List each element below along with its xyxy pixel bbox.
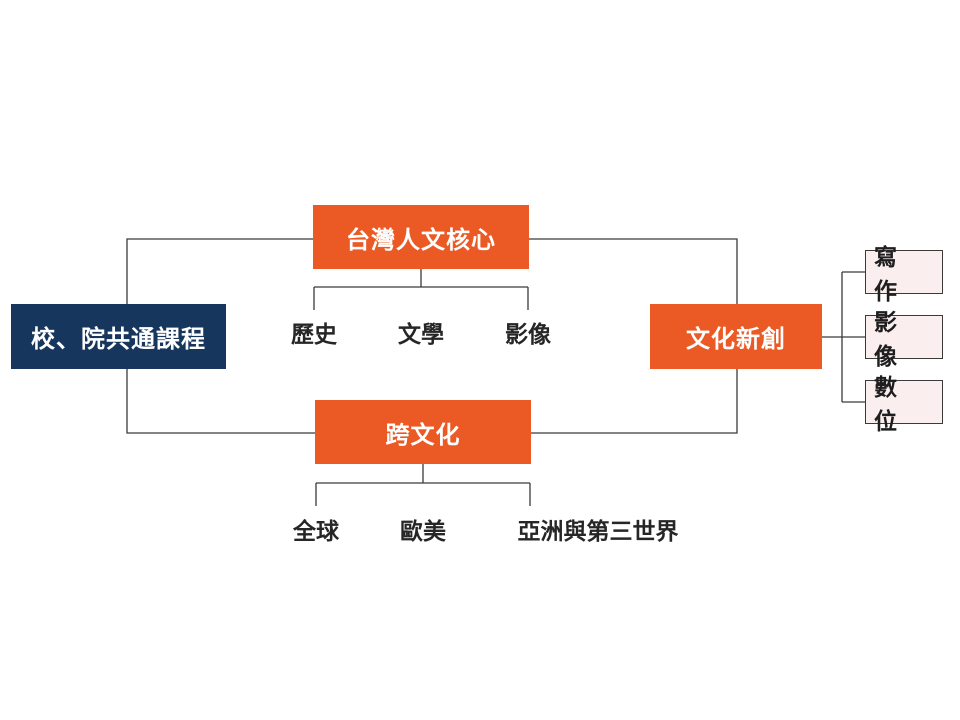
connector-top-children (313, 269, 529, 310)
hub-right-node: 文化新創 (650, 304, 822, 369)
right-child-image-label: 影 像 (874, 310, 905, 370)
connector-right-children (822, 271, 865, 403)
connector-root-bottom (126, 369, 315, 434)
right-child-digital: 數 位 (865, 375, 943, 435)
bottom-child-asia-third-world: 亞洲與第三世界 (517, 519, 679, 545)
top-child-literature: 文學 (398, 322, 444, 348)
hub-right-label: 文化新創 (686, 325, 786, 353)
bottom-child-global: 全球 (293, 519, 339, 545)
top-child-image: 影像 (505, 322, 551, 348)
right-child-digital-label: 數 位 (874, 375, 905, 435)
root-node-label: 校、院共通課程 (31, 325, 206, 353)
root-node: 校、院共通課程 (11, 304, 226, 369)
right-child-writing: 寫 作 (865, 245, 943, 305)
connector-root-top (126, 238, 313, 304)
right-child-writing-label: 寫 作 (874, 245, 905, 305)
right-child-image: 影 像 (865, 310, 943, 370)
top-child-history: 歷史 (291, 322, 337, 348)
hub-bottom-node: 跨文化 (315, 400, 531, 464)
bottom-child-euro-america: 歐美 (400, 519, 446, 545)
hub-top-label: 台灣人文核心 (346, 225, 496, 254)
connector-top-right (529, 238, 738, 304)
hub-bottom-label: 跨文化 (385, 420, 461, 449)
connector-bottom-children (315, 464, 531, 506)
connector-bottom-right (531, 369, 738, 434)
hub-top-node: 台灣人文核心 (313, 205, 529, 269)
